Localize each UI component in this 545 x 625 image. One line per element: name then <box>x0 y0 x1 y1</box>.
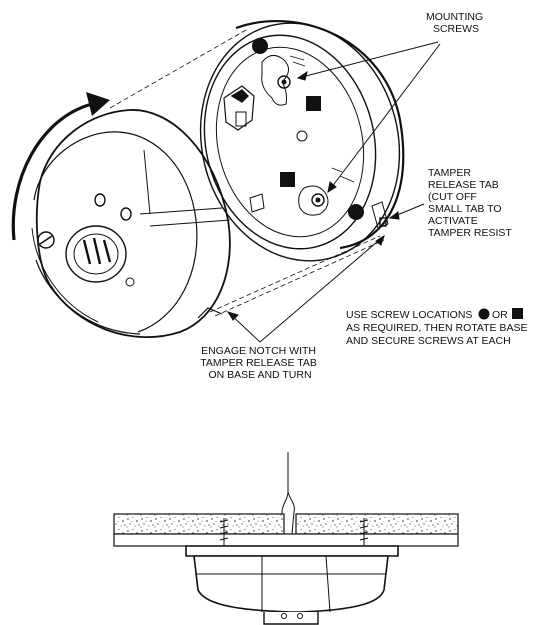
screw-locations-or: OR <box>492 309 508 321</box>
mounted-base <box>186 546 398 556</box>
square-location-marker-lower <box>280 172 295 187</box>
mounted-detector <box>194 556 388 612</box>
ceiling-tile-left <box>114 514 284 534</box>
filled-circle-icon <box>479 309 490 320</box>
tamper-release-tab-label: TAMPER RELEASE TAB (CUT OFF SMALL TAB TO… <box>428 167 512 239</box>
detector-head <box>32 110 230 337</box>
rotate-arrow <box>13 92 110 240</box>
screw-locations-label: USE SCREW LOCATIONS OR AS REQUIRED, THEN… <box>346 308 527 347</box>
round-location-marker-upper <box>252 38 268 54</box>
screw-locations-line1: USE SCREW LOCATIONS <box>346 309 472 321</box>
round-location-marker-lower <box>348 204 364 220</box>
screw-locations-line2: AS REQUIRED, THEN ROTATE BASE <box>346 322 527 334</box>
mounting-base <box>176 2 424 282</box>
engage-notch-label: ENGAGE NOTCH WITH TAMPER RELEASE TAB ON … <box>200 345 320 381</box>
filled-square-icon <box>512 308 523 319</box>
ceiling-tile-right <box>296 514 458 534</box>
ceiling-board <box>114 534 458 546</box>
screw-locations-line3: AND SECURE SCREWS AT EACH <box>346 335 511 347</box>
square-location-marker-upper <box>306 96 321 111</box>
ceiling-side-view <box>114 452 458 624</box>
leader-lines <box>228 42 440 342</box>
mounting-screws-label: MOUNTING SCREWS <box>426 11 486 35</box>
